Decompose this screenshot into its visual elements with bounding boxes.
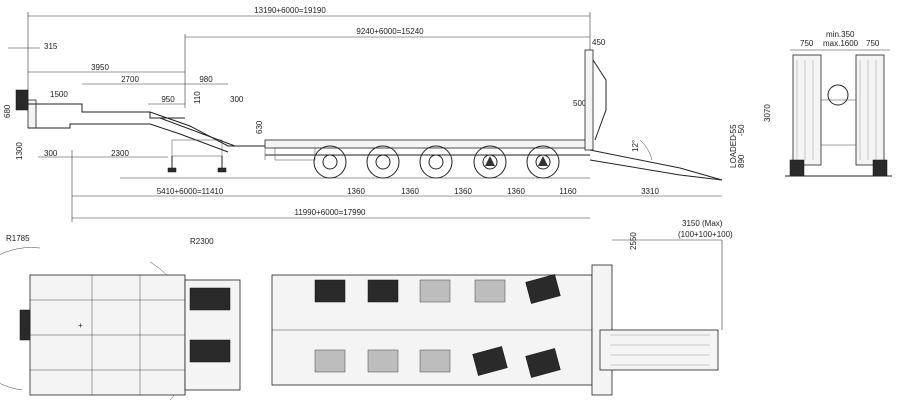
- dim-height-1300: 1300: [15, 142, 24, 160]
- plan-view: R1785 R2300 2550 3150 (Max) (100+100+100…: [0, 219, 733, 401]
- dim-front-2300: 2300: [111, 149, 129, 158]
- dim-axle-4: 1360: [507, 187, 525, 196]
- dim-height-630: 630: [255, 120, 264, 134]
- dim-gooseneck-front: 3950: [91, 63, 109, 72]
- dim-rear-1160: 1160: [559, 187, 577, 196]
- dim-gooseneck-offset: 315: [44, 42, 58, 51]
- dim-height-680: 680: [3, 104, 12, 118]
- dim-axle-1: 1360: [347, 187, 365, 196]
- dim-end-height: 3070: [763, 104, 772, 122]
- kingpin-marker: +: [78, 321, 83, 330]
- dim-loaded-55: -55: [729, 124, 738, 136]
- dim-axle-2: 1360: [401, 187, 419, 196]
- dim-front-300: 300: [44, 149, 58, 158]
- side-view: 13190+6000=19190 9240+6000=15240 450 315…: [3, 6, 746, 222]
- dim-overall-length: 13190+6000=19190: [254, 6, 326, 15]
- dim-wheelbase: 5410+6000=11410: [157, 187, 224, 196]
- dim-ramp-max: 3150 (Max): [682, 219, 723, 228]
- dim-step-300: 300: [230, 95, 244, 104]
- dim-deck-front: 2700: [121, 75, 139, 84]
- dim-end-right-750: 750: [866, 39, 880, 48]
- dim-end-min: min.350: [826, 30, 855, 39]
- dim-ramp-segments: (100+100+100): [678, 230, 733, 239]
- axle-group: [313, 145, 560, 179]
- dim-width-2550: 2550: [629, 232, 638, 250]
- dim-loaded-50: -50: [737, 124, 746, 136]
- dim-turn-r1785: R1785: [6, 234, 30, 243]
- dim-gooseneck-1500: 1500: [50, 90, 68, 99]
- end-view: 750 min.350 max.1600 750 3070: [763, 30, 892, 177]
- dim-end-left-750: 750: [800, 39, 814, 48]
- dim-step-950: 950: [161, 95, 175, 104]
- dim-turn-r2300: R2300: [190, 237, 214, 246]
- dim-height-110: 110: [193, 91, 202, 104]
- dim-total-17990: 11990+6000=17990: [294, 208, 366, 217]
- dim-axle-3: 1360: [454, 187, 472, 196]
- dim-ramp-angle: 12°: [631, 140, 640, 152]
- dim-step-980: 980: [199, 75, 213, 84]
- axle-plates: [314, 274, 561, 378]
- dim-loaded-890: 890: [737, 154, 746, 168]
- dim-rear-overhang: 450: [592, 38, 606, 47]
- dim-height-500: 500: [573, 99, 587, 108]
- dim-deck-length: 9240+6000=15240: [356, 27, 424, 36]
- dim-ramp-3310: 3310: [641, 187, 659, 196]
- dim-end-max: max.1600: [823, 39, 859, 48]
- loaded-label: LOADED: [729, 135, 738, 168]
